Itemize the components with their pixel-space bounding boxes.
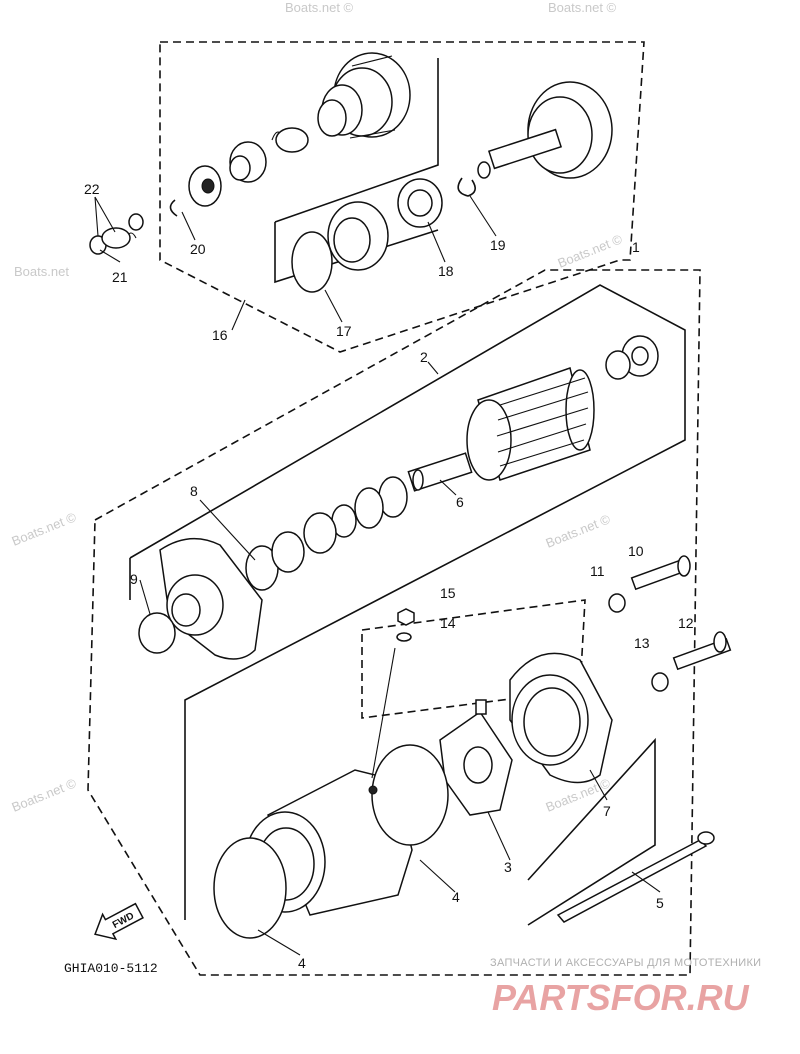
watermark: Boats.net <box>14 264 69 279</box>
circlip-20 <box>169 199 178 217</box>
callout-3: 3 <box>504 859 512 875</box>
watermark: Boats.net © <box>556 231 625 271</box>
brand-logo: PARTSFOR.RU <box>492 977 750 1018</box>
watermark: Boats.net © <box>10 509 79 549</box>
small-spring-set <box>89 213 144 255</box>
bearing-cup <box>327 201 389 271</box>
callout-20: 20 <box>190 241 206 257</box>
front-cover <box>159 531 305 660</box>
circlip-19 <box>457 177 476 197</box>
o-ring-9 <box>138 612 176 654</box>
callout-11: 11 <box>590 563 605 579</box>
retainer-plate <box>397 178 443 228</box>
watermark: Boats.net © <box>548 0 617 15</box>
rear-cover <box>509 652 613 784</box>
gasket-4 <box>213 837 287 939</box>
watermark: Boats.net © <box>285 0 354 15</box>
pinion-stopper <box>229 141 267 183</box>
armature <box>407 367 595 492</box>
callout-14: 14 <box>440 615 456 631</box>
callout-4: 4 <box>452 889 460 905</box>
bolt-10 <box>630 555 691 591</box>
bolt-5-subframe <box>527 737 656 926</box>
callout-22: 22 <box>84 181 100 197</box>
callout-10: 10 <box>628 543 644 559</box>
callout-16: 16 <box>212 327 228 343</box>
callout-17: 17 <box>336 323 352 339</box>
pinion-gear-assembly <box>317 52 411 139</box>
washer-14 <box>396 632 412 642</box>
callout-7: 7 <box>603 803 611 819</box>
nut-15 <box>397 608 415 626</box>
callout-labels: 1 2 3 4 4 5 6 7 8 9 10 11 12 13 14 15 16… <box>84 181 694 971</box>
clutch-drum <box>477 81 613 179</box>
callout-19: 19 <box>490 237 506 253</box>
collar <box>188 165 222 207</box>
thrust-washer-17 <box>291 231 333 293</box>
leader-lines <box>94 195 661 956</box>
washer-13 <box>651 672 669 692</box>
bolt-12 <box>672 631 732 671</box>
callout-21: 21 <box>112 269 128 285</box>
callout-12: 12 <box>678 615 694 631</box>
group-16-frame <box>159 41 645 353</box>
brush-holder <box>439 699 513 816</box>
shim-stack <box>303 476 408 554</box>
callout-13: 13 <box>634 635 650 651</box>
callout-2: 2 <box>420 349 428 365</box>
callout-8: 8 <box>190 483 198 499</box>
callout-15: 15 <box>440 585 456 601</box>
spring <box>271 127 309 153</box>
watermark: Boats.net © <box>10 775 79 815</box>
callout-9: 9 <box>130 571 138 587</box>
callout-18: 18 <box>438 263 454 279</box>
watermark: Boats.net © <box>544 511 613 551</box>
yoke <box>244 744 449 916</box>
brand-subtitle: ЗАПЧАСТИ И АКСЕССУАРЫ ДЛЯ МОТОТЕХНИКИ <box>490 957 761 969</box>
through-bolt <box>556 831 715 923</box>
washer-11 <box>608 593 626 613</box>
starter-assembly-frame <box>87 269 701 976</box>
end-washers <box>605 335 659 380</box>
callout-1: 1 <box>632 239 640 255</box>
callout-4b: 4 <box>298 955 306 971</box>
callout-5: 5 <box>656 895 664 911</box>
fwd-arrow-icon: FWD <box>94 902 144 941</box>
callout-6: 6 <box>456 494 464 510</box>
drawing-code: GHIA010-5112 <box>64 961 158 976</box>
armature-subframe <box>129 284 686 920</box>
